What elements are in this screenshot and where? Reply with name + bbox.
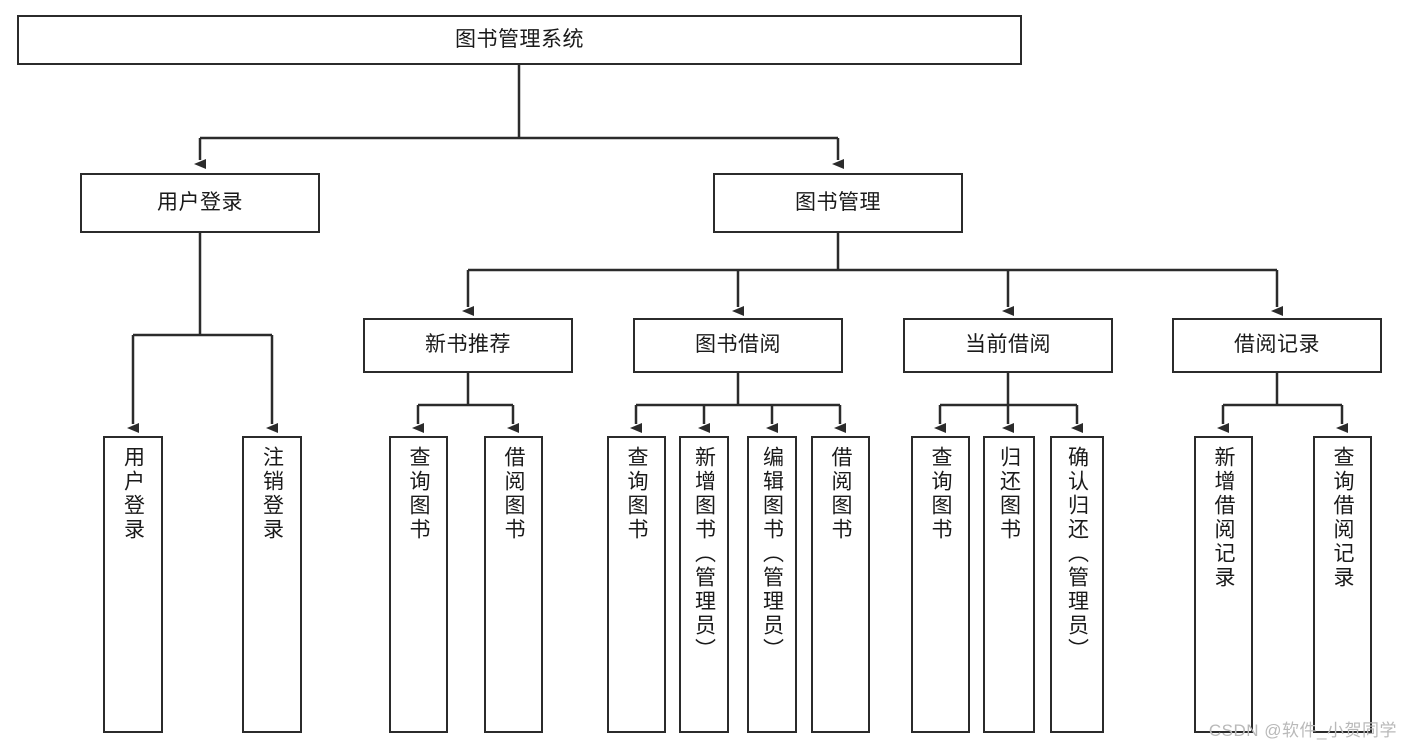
leaf-user-login[interactable]: 用户登录: [103, 436, 163, 733]
leaf-edit-book-label: 编辑图书（管理员）: [760, 446, 784, 662]
leaf-logout[interactable]: 注销登录: [242, 436, 302, 733]
leaf-return-book-label: 归还图书: [997, 446, 1021, 542]
leaf-edit-book[interactable]: 编辑图书（管理员）: [747, 436, 797, 733]
node-book-manage-label: 图书管理: [795, 190, 881, 214]
leaf-add-record-label: 新增借阅记录: [1212, 446, 1235, 590]
watermark: CSDN @软件_小贺同学: [1208, 721, 1397, 740]
node-book-manage[interactable]: 图书管理: [713, 173, 963, 233]
leaf-query-book-1-label: 查询图书: [407, 446, 430, 542]
node-user-login-label: 用户登录: [157, 190, 243, 214]
leaf-add-book-label: 新增图书（管理员）: [692, 446, 716, 662]
node-root[interactable]: 图书管理系统: [17, 15, 1022, 65]
node-user-login[interactable]: 用户登录: [80, 173, 320, 233]
node-book-borrow-label: 图书借阅: [695, 333, 781, 357]
leaf-query-book-1[interactable]: 查询图书: [389, 436, 448, 733]
leaf-confirm-return[interactable]: 确认归还（管理员）: [1050, 436, 1104, 733]
leaf-borrow-book-1-label: 借阅图书: [502, 446, 525, 542]
leaf-borrow-book-2-label: 借阅图书: [829, 446, 852, 542]
leaf-logout-label: 注销登录: [260, 446, 284, 542]
leaf-query-book-2-label: 查询图书: [625, 446, 648, 542]
leaf-query-record-label: 查询借阅记录: [1331, 446, 1354, 590]
leaf-query-book-3-label: 查询图书: [929, 446, 952, 542]
node-borrow-record-label: 借阅记录: [1234, 333, 1320, 357]
leaf-add-book[interactable]: 新增图书（管理员）: [679, 436, 729, 733]
node-new-book-recommend[interactable]: 新书推荐: [363, 318, 573, 373]
node-new-book-recommend-label: 新书推荐: [425, 333, 511, 357]
leaf-borrow-book-2[interactable]: 借阅图书: [811, 436, 870, 733]
leaf-return-book[interactable]: 归还图书: [983, 436, 1035, 733]
leaf-query-book-3[interactable]: 查询图书: [911, 436, 970, 733]
node-current-borrow[interactable]: 当前借阅: [903, 318, 1113, 373]
leaf-query-record[interactable]: 查询借阅记录: [1313, 436, 1372, 733]
node-book-borrow[interactable]: 图书借阅: [633, 318, 843, 373]
node-current-borrow-label: 当前借阅: [965, 333, 1051, 357]
node-borrow-record[interactable]: 借阅记录: [1172, 318, 1382, 373]
leaf-query-book-2[interactable]: 查询图书: [607, 436, 666, 733]
leaf-confirm-return-label: 确认归还（管理员）: [1065, 446, 1089, 662]
node-root-label: 图书管理系统: [455, 27, 584, 51]
leaf-add-record[interactable]: 新增借阅记录: [1194, 436, 1253, 733]
leaf-borrow-book-1[interactable]: 借阅图书: [484, 436, 543, 733]
leaf-user-login-label: 用户登录: [121, 446, 145, 542]
